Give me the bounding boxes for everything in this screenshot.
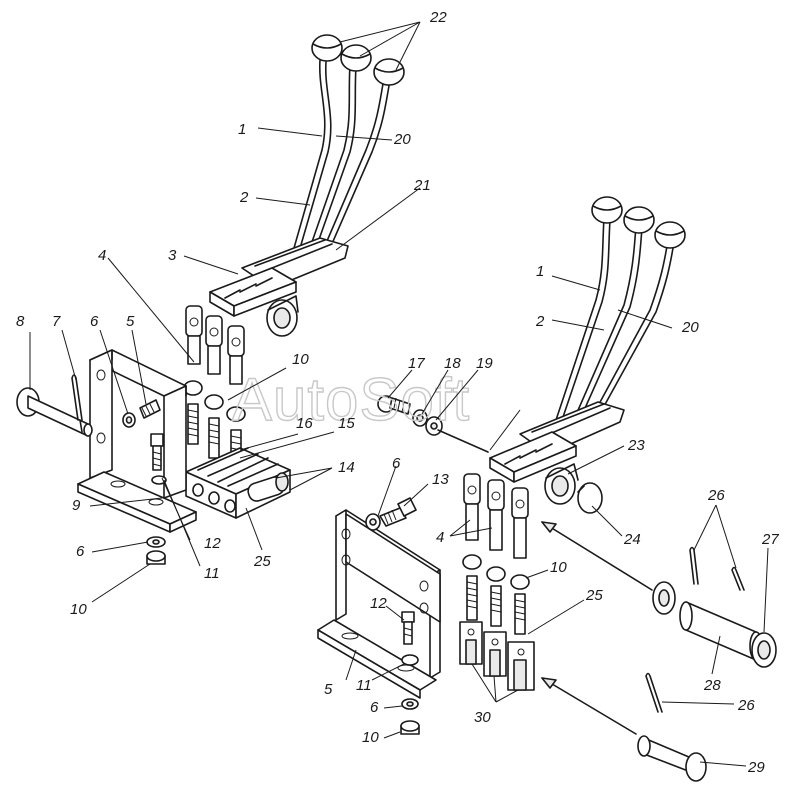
callout-10-right-bottom: 10 <box>362 729 379 746</box>
callout-9: 9 <box>72 497 81 514</box>
callout-15: 15 <box>338 415 355 432</box>
right-fork-blocks <box>459 621 535 691</box>
callout-6-left-top: 6 <box>90 313 99 330</box>
right-lever-knobs <box>591 196 686 249</box>
callout-25-left: 25 <box>253 553 271 570</box>
callout-7: 7 <box>52 313 61 330</box>
callout-22: 22 <box>429 9 447 26</box>
left-lever-bracket <box>209 237 349 337</box>
left-lever-knobs <box>311 34 405 86</box>
right-lever-bracket <box>489 401 625 505</box>
callout-10-left-bottom: 10 <box>70 601 87 618</box>
callout-4-left: 4 <box>98 247 106 264</box>
callout-24: 24 <box>623 531 641 548</box>
right-bolt-13 <box>365 497 417 531</box>
callout-20-left: 20 <box>393 131 411 148</box>
right-cap <box>577 482 603 514</box>
callout-3: 3 <box>168 247 177 264</box>
callout-25-right: 25 <box>585 587 603 604</box>
callout-5-left: 5 <box>126 313 135 330</box>
callout-29: 29 <box>747 759 765 776</box>
callout-5-right: 5 <box>324 681 333 698</box>
callout-10-right-top: 10 <box>550 559 567 576</box>
callout-2-left: 2 <box>239 189 249 206</box>
callout-13: 13 <box>432 471 449 488</box>
callout-28: 28 <box>703 677 721 694</box>
callout-17: 17 <box>408 355 425 372</box>
callout-6-right-bottom: 6 <box>370 699 379 716</box>
callout-11-left: 11 <box>204 565 220 582</box>
callout-6-left-bottom: 6 <box>76 543 85 560</box>
callout-12-right: 12 <box>370 595 387 612</box>
callout-14: 14 <box>338 459 355 476</box>
callout-1-left: 1 <box>238 121 246 138</box>
callout-19: 19 <box>476 355 493 372</box>
callout-18: 18 <box>444 355 461 372</box>
left-lever-assembly <box>16 34 405 565</box>
callout-8: 8 <box>16 313 25 330</box>
left-clevis-rods <box>185 305 245 385</box>
left-vertical-bolt <box>146 433 167 565</box>
callout-4-right: 4 <box>436 529 444 546</box>
callout-21: 21 <box>413 177 431 194</box>
callout-6-right-top: 6 <box>392 455 401 472</box>
callout-1-right: 1 <box>536 263 544 280</box>
left-lever-rods <box>289 59 391 263</box>
callout-16: 16 <box>296 415 313 432</box>
callout-11-right: 11 <box>356 677 372 694</box>
callout-26-bottom: 26 <box>737 697 755 714</box>
leader-lines <box>29 21 769 767</box>
right-pin-29 <box>637 672 707 782</box>
right-nuts <box>462 554 530 590</box>
callout-27: 27 <box>761 531 779 548</box>
left-fork-block <box>185 447 291 519</box>
callout-26-top: 26 <box>707 487 725 504</box>
right-mounting-bracket <box>317 509 441 699</box>
callout-12-left: 12 <box>204 535 221 552</box>
right-clevis-rods <box>463 473 529 559</box>
callout-30: 30 <box>474 709 491 726</box>
callout-23: 23 <box>627 437 645 454</box>
right-pin-assembly <box>652 546 777 668</box>
callout-10-left-top: 10 <box>292 351 309 368</box>
right-lever-assembly <box>317 196 777 782</box>
callout-labels: 22 1 20 2 21 3 4 10 8 7 6 5 16 15 14 9 1… <box>16 9 779 776</box>
left-mounting-bracket <box>77 349 197 533</box>
callout-2-right: 2 <box>535 313 545 330</box>
callout-20-right: 20 <box>681 319 699 336</box>
right-threaded-ends <box>466 575 526 635</box>
left-cotter-pin <box>71 374 83 421</box>
right-vertical-bolt <box>400 611 420 735</box>
right-lever-rods <box>555 217 675 429</box>
left-pin <box>16 387 93 437</box>
assembly-arrows <box>437 429 653 735</box>
left-bolt <box>122 399 161 428</box>
